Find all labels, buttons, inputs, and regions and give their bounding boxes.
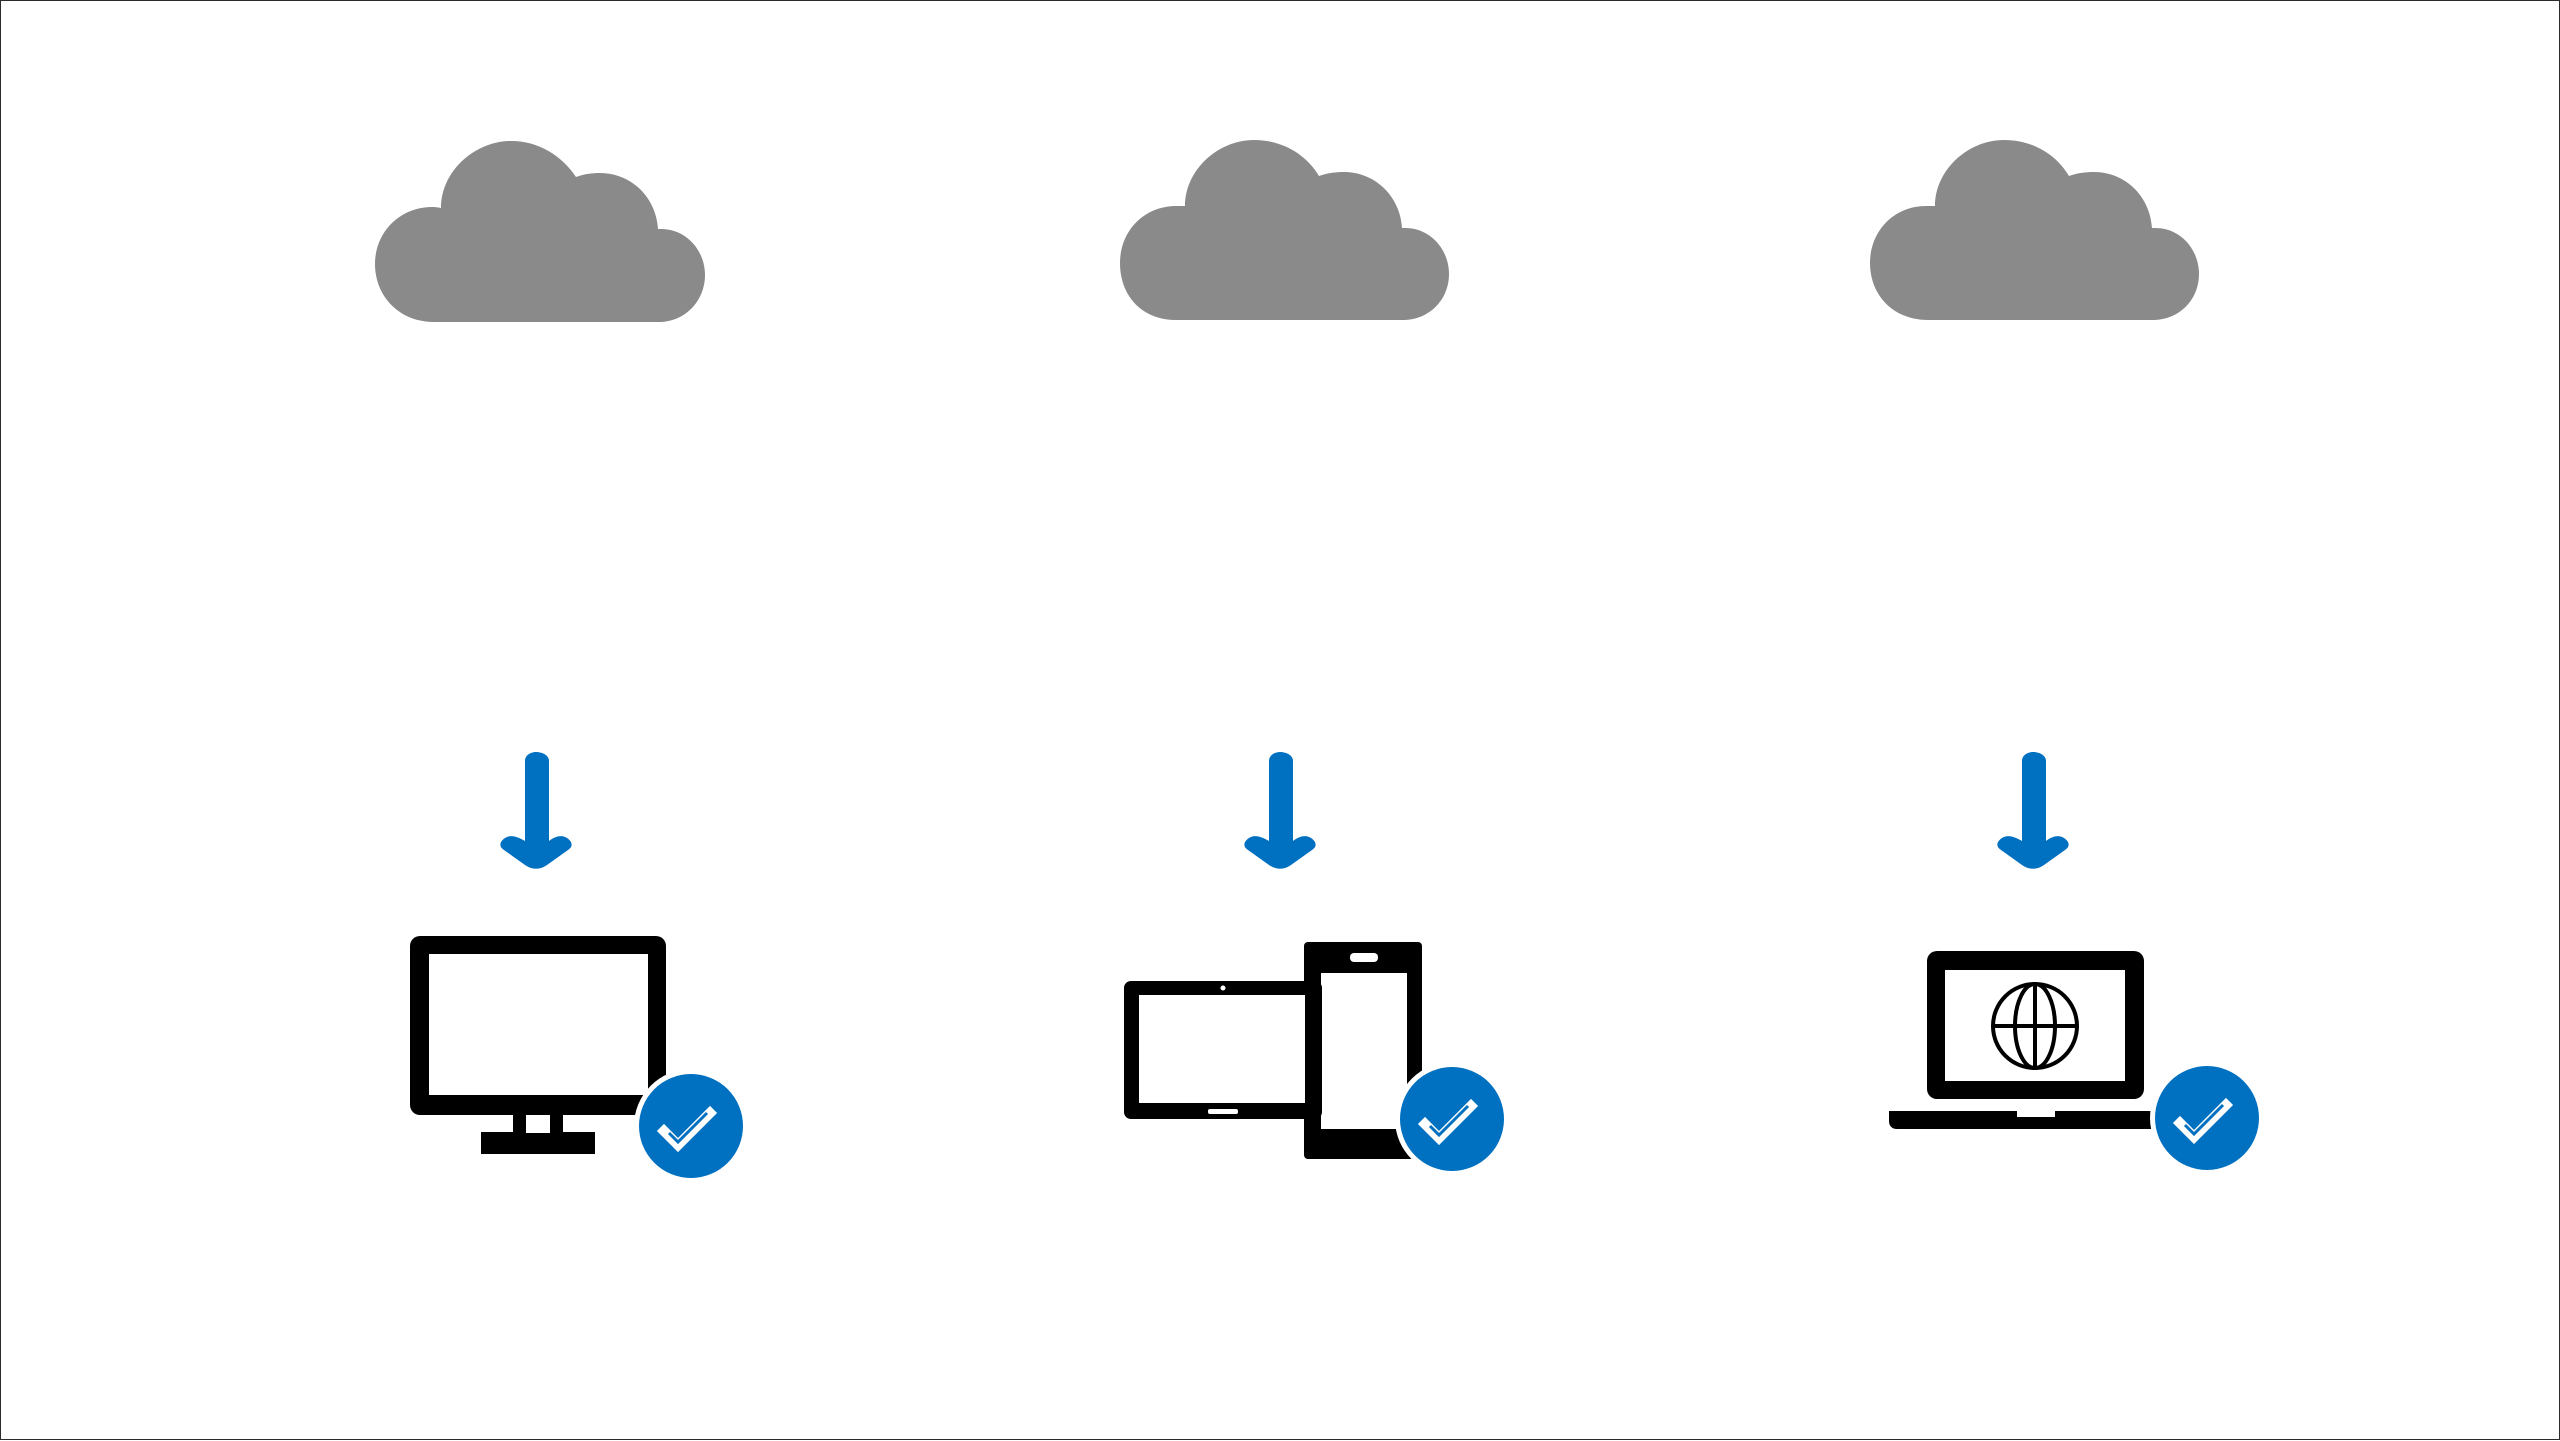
tablet-phone-icon [1001, 921, 1561, 1181]
column-laptop-web [1752, 1, 2312, 1441]
checkmark-badge-icon [256, 921, 816, 1183]
cloud-icon [256, 121, 816, 361]
cloud-icon [1001, 121, 1561, 361]
checkmark-badge-icon [1752, 921, 2312, 1181]
arrow-down-icon [1001, 741, 1561, 891]
desktop-monitor-icon [256, 921, 816, 1181]
checkmark-badge-icon [1001, 921, 1561, 1181]
column-desktop [256, 1, 816, 1441]
arrow-down-icon [256, 741, 816, 891]
cloud-icon [1752, 121, 2312, 361]
laptop-globe-icon [1752, 921, 2312, 1181]
globe-icon [1991, 982, 2079, 1070]
column-tablet-phone [1001, 1, 1561, 1441]
arrow-down-icon [1752, 741, 2312, 891]
